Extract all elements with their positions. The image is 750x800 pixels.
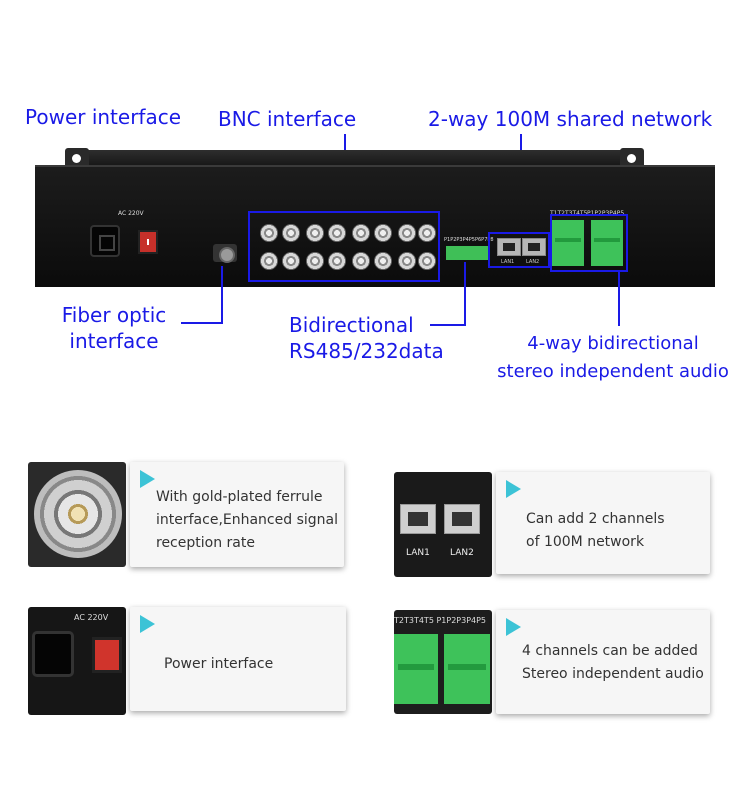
data-callout-line1: Bidirectional — [289, 313, 414, 337]
bnc-connector-icon — [306, 252, 324, 270]
power-switch-icon — [138, 230, 158, 254]
audio-callout-line — [618, 272, 620, 326]
lan-port-icon — [522, 238, 546, 256]
audio-highlight-frame — [550, 214, 628, 272]
audio-terminal-icon — [591, 220, 623, 266]
fiber-callout-line1: Fiber optic — [61, 303, 167, 327]
feature-text-audio: 4 channels can be added Stereo independe… — [522, 640, 704, 686]
fiber-callout-line2: interface — [69, 329, 159, 353]
feature-text-line: Can add 2 channels — [526, 511, 665, 527]
feature-text-line: reception rate — [156, 535, 255, 552]
card-arrow-icon — [506, 480, 521, 498]
bnc-connector-icon — [282, 252, 300, 270]
lan2-label: LAN2 — [526, 259, 540, 265]
power-switch-icon — [92, 637, 122, 673]
feature-text-line: 4 channels can be added — [522, 643, 698, 659]
bnc-connector-icon — [328, 224, 346, 242]
power-socket-photo: AC 220V — [28, 607, 126, 715]
power-interface-callout: Power interface — [25, 105, 182, 129]
audio-terminal-icon — [394, 634, 438, 704]
data-callout-line-v — [464, 262, 466, 326]
bnc-interface-callout: BNC interface — [218, 107, 357, 131]
bnc-connector-icon — [352, 224, 370, 242]
rack-ear-left — [65, 148, 89, 170]
rack-ear-right — [620, 148, 644, 170]
bnc-highlight-frame — [248, 211, 440, 282]
fiber-callout-line-h — [181, 322, 223, 324]
data-callout-line2: RS485/232data — [289, 339, 444, 363]
data-callout-line-h — [430, 324, 466, 326]
card-arrow-icon — [140, 615, 155, 633]
audio-callout: 4-way bidirectional stereo independent a… — [493, 330, 733, 386]
rs485-terminal-icon — [446, 246, 490, 260]
bnc-connector-icon — [374, 224, 392, 242]
lan-port-icon — [444, 504, 480, 534]
bnc-connector-icon — [418, 224, 436, 242]
audio-p-label: P1P2P3P4P5 — [587, 210, 625, 217]
feature-card-audio: 4 channels can be added Stereo independe… — [496, 610, 710, 714]
bnc-connector-icon — [328, 252, 346, 270]
thumb-ac-label: AC 220V — [74, 613, 109, 622]
audio-terminal-icon — [444, 634, 490, 704]
feature-text-network: Can add 2 channels of 100M network — [526, 508, 665, 554]
thumb-audio-label: T2T3T4T5 P1P2P3P4P5 — [394, 616, 487, 625]
thumb-lan2-label: LAN2 — [450, 548, 474, 558]
feature-text-line: interface,Enhanced signal — [156, 512, 338, 529]
power-socket-icon — [32, 631, 74, 677]
bnc-connector-icon — [398, 252, 416, 270]
audio-terminal-photo: T2T3T4T5 P1P2P3P4P5 — [394, 610, 492, 714]
bnc-connector-icon — [306, 224, 324, 242]
audio-callout-line1: 4-way bidirectional — [527, 333, 699, 354]
audio-t-label: T1T2T3T4T5 — [550, 210, 588, 217]
audio-callout-line2: stereo independent audio — [497, 360, 729, 382]
bnc-connector-icon — [260, 252, 278, 270]
lan-port-photo: LAN1 LAN2 — [394, 472, 492, 577]
bnc-connector-icon — [282, 224, 300, 242]
bnc-ring-icon — [34, 470, 122, 558]
feature-text-power: Power interface — [164, 656, 274, 672]
bnc-connector-panel — [258, 214, 436, 276]
audio-terminal-icon — [552, 220, 584, 266]
thumb-lan1-label: LAN1 — [406, 548, 430, 558]
feature-text-line: With gold-plated ferrule — [156, 489, 323, 505]
feature-text-bnc: With gold-plated ferrule interface,Enhan… — [156, 486, 338, 555]
bnc-connector-icon — [260, 224, 278, 242]
network-callout: 2-way 100M shared network — [428, 107, 713, 131]
lan-port-icon — [497, 238, 521, 256]
feature-text-line: Stereo independent audio — [522, 666, 704, 683]
fiber-callout: Fiber optic interface — [52, 302, 176, 354]
feature-card-power: Power interface — [130, 607, 346, 711]
rs485-pin-label: P1P2P3P4P5P6P7P8 — [444, 237, 494, 243]
bnc-connector-photo — [28, 462, 126, 567]
network-highlight-frame — [488, 232, 550, 268]
ac-rating-label: AC 220V — [118, 210, 144, 217]
power-socket-icon — [90, 225, 120, 257]
bnc-connector-icon — [418, 252, 436, 270]
bnc-connector-icon — [352, 252, 370, 270]
fiber-connector-icon — [213, 244, 237, 263]
fiber-callout-line-v — [221, 266, 223, 324]
bnc-connector-icon — [374, 252, 392, 270]
device-top — [72, 150, 640, 168]
feature-card-network: Can add 2 channels of 100M network — [496, 472, 710, 574]
feature-card-bnc: With gold-plated ferrule interface,Enhan… — [130, 462, 344, 567]
card-arrow-icon — [140, 470, 155, 488]
bnc-connector-icon — [398, 224, 416, 242]
lan-port-icon — [400, 504, 436, 534]
feature-text-line: of 100M network — [526, 534, 645, 551]
card-arrow-icon — [506, 618, 521, 636]
lan1-label: LAN1 — [501, 259, 515, 265]
data-callout: Bidirectional RS485/232data — [289, 312, 444, 364]
